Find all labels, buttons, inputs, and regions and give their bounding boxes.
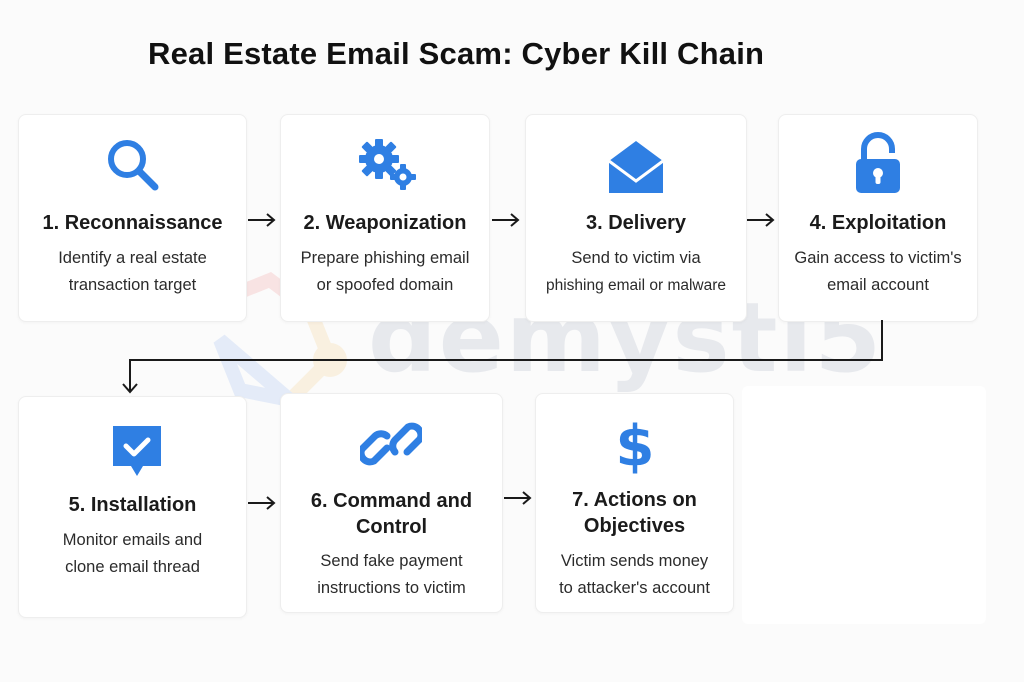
step-card-exploitation: 4. Exploitation Gain access to victim's … — [778, 114, 978, 322]
step-description: instructions to victim — [317, 579, 466, 597]
step-description: Send to victim via — [571, 249, 701, 267]
empty-card — [742, 386, 986, 624]
chain-link-icon — [359, 412, 423, 476]
step-description: to attacker's account — [559, 579, 710, 597]
step-title: Objectives — [583, 515, 686, 537]
step-title: 2. Weaponization — [303, 212, 467, 234]
arrow-right-icon — [504, 491, 532, 505]
step-card-reconnaissance: 1. Reconnaissance Identify a real estate… — [18, 114, 247, 322]
step-title: 6. Command and — [310, 490, 473, 512]
arrow-right-icon — [747, 213, 775, 227]
step-title: Control — [355, 516, 428, 538]
step-description: Prepare phishing email — [300, 249, 470, 267]
step-description: or spoofed domain — [316, 276, 454, 294]
dollar-icon: $ — [603, 412, 667, 476]
step-card-installation: 5. Installation Monitor emails and clone… — [18, 396, 247, 618]
chat-check-icon — [105, 419, 169, 483]
arrow-right-icon — [492, 213, 520, 227]
arrow-right-icon — [248, 496, 276, 510]
envelope-icon — [604, 135, 668, 199]
step-description: Identify a real estate — [58, 249, 207, 267]
step-description: Victim sends money — [560, 552, 709, 570]
padlock-icon — [846, 131, 910, 195]
step-title: 7. Actions on — [572, 489, 697, 511]
page-title: Real Estate Email Scam: Cyber Kill Chain — [148, 36, 765, 71]
svg-text:$: $ — [616, 414, 655, 475]
search-icon — [101, 133, 165, 197]
step-description: transaction target — [68, 276, 197, 294]
step-card-delivery: 3. Delivery Send to victim via phishing … — [525, 114, 747, 322]
step-card-weaponization: 2. Weaponization Prepare phishing email … — [280, 114, 490, 322]
step-card-actions-on-objectives: $ 7. Actions on Objectives Victim sends … — [535, 393, 734, 613]
step-description: Send fake payment — [320, 552, 463, 570]
step-description: Gain access to victim's — [794, 249, 962, 267]
step-description: Monitor emails and — [62, 531, 203, 549]
step-title: 5. Installation — [68, 494, 197, 516]
step-description: clone email thread — [65, 558, 200, 576]
arrow-right-icon — [248, 213, 276, 227]
step-card-command-and-control: 6. Command and Control Send fake payment… — [280, 393, 503, 613]
connector-arrow — [122, 320, 883, 394]
step-description: email account — [827, 276, 929, 294]
step-description: phishing email or malware — [545, 277, 727, 294]
step-title: 3. Delivery — [585, 212, 687, 234]
gears-icon — [355, 133, 419, 197]
step-title: 1. Reconnaissance — [42, 212, 223, 234]
step-title: 4. Exploitation — [809, 212, 947, 234]
